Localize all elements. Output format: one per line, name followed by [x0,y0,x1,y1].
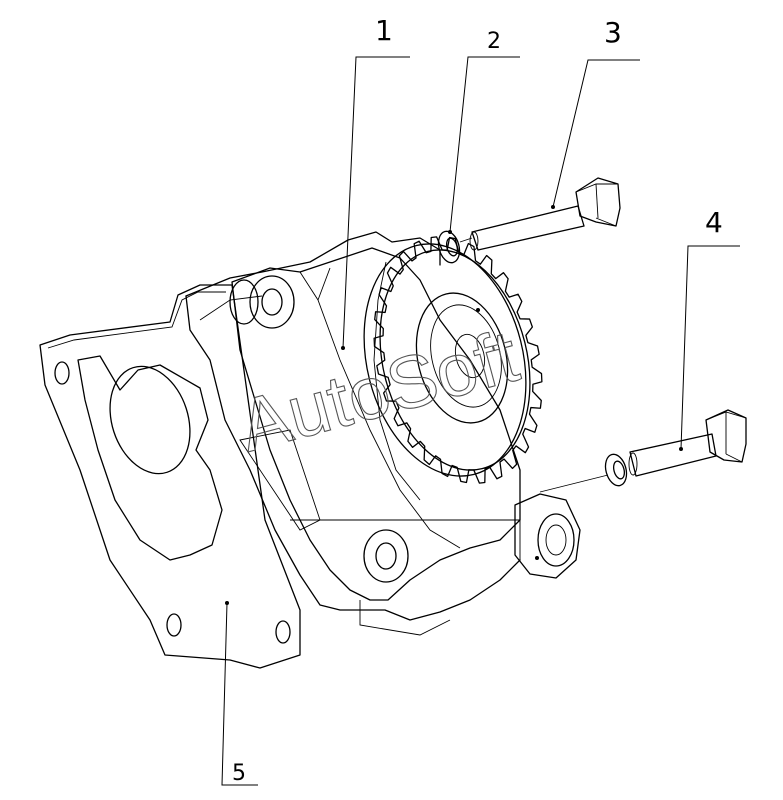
washer [437,230,628,487]
callout-2: 2 [487,29,501,54]
lower-bolt [628,409,747,477]
callout-5: 5 [232,761,246,786]
callout-3: 3 [604,16,622,49]
callout-4: 4 [705,206,723,239]
upper-bolt [469,177,621,251]
callout-1: 1 [375,14,393,47]
relief-valve-nut [514,493,581,579]
leader-lines [221,56,740,786]
assembly-axis-lines [459,237,609,493]
gasket-plate [39,284,301,669]
pump-cover [229,247,521,601]
